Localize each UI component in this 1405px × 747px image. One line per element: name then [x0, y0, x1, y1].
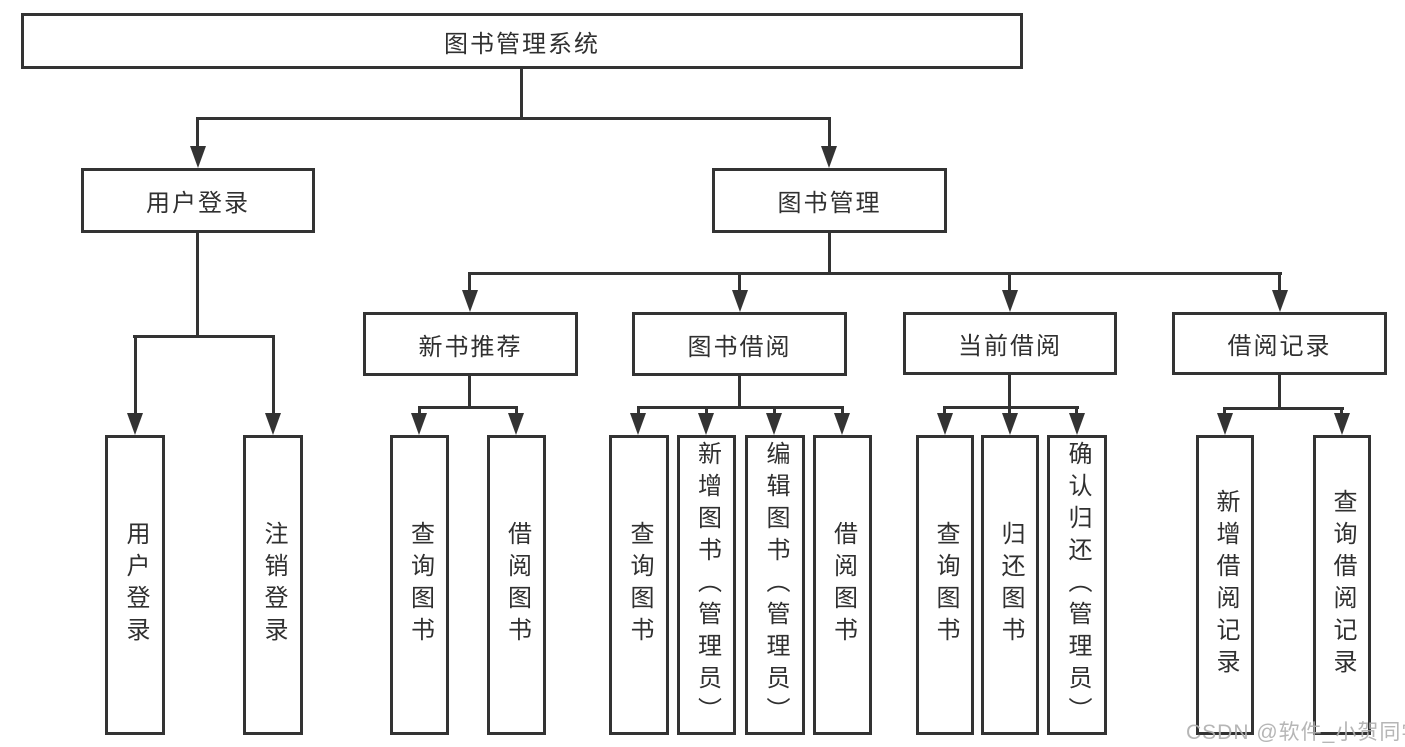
leaf-current-confirm-admin: 确认归还（管理员） [1047, 435, 1107, 735]
edge-new-book-stub [468, 376, 471, 409]
arrowhead-newbook-query [411, 413, 427, 435]
leaf-record-query: 查询借阅记录 [1313, 435, 1371, 735]
leaf-newbook-query-label: 查询图书 [406, 521, 434, 649]
leaf-current-return: 归还图书 [981, 435, 1039, 735]
leaf-newbook-borrow: 借阅图书 [487, 435, 546, 735]
leaf-user-login-label: 用户登录 [122, 521, 149, 649]
edge-new-book-hline [418, 406, 518, 409]
node-user-login: 用户登录 [81, 168, 315, 233]
edge-drop-book-borrow [738, 272, 741, 292]
leaf-newbook-query: 查询图书 [390, 435, 449, 735]
arrowhead-br-add [1217, 413, 1233, 435]
csdn-watermark: CSDN @软件_小贺同学 [1186, 721, 1405, 744]
leaf-borrow-query-label: 查询图书 [626, 521, 653, 649]
leaf-current-query-label: 查询图书 [932, 521, 959, 649]
leaf-record-add-label: 新增借阅记录 [1212, 489, 1239, 681]
edge-drop-bb-edit [773, 406, 776, 415]
edge-drop-current-borrow [1008, 272, 1011, 292]
arrowhead-book-borrow [732, 290, 748, 312]
arrowhead-user-login [190, 146, 206, 168]
edge-borrow-record-hline [1223, 407, 1344, 410]
arrowhead-leaf-logout [265, 413, 281, 435]
leaf-current-return-label: 归还图书 [997, 521, 1024, 649]
edge-drop-br-query [1340, 407, 1343, 415]
node-root-label: 图书管理系统 [444, 30, 600, 58]
node-current-borrow: 当前借阅 [903, 312, 1117, 375]
edge-drop-cb-confirm [1075, 406, 1078, 415]
edge-drop-newbook-borrow [515, 406, 518, 415]
node-borrow-record-label: 借阅记录 [1227, 333, 1332, 360]
leaf-logout: 注销登录 [243, 435, 303, 735]
arrowhead-leaf-user-login [127, 413, 143, 435]
node-new-book-recommend: 新书推荐 [363, 312, 578, 376]
leaf-record-add: 新增借阅记录 [1196, 435, 1254, 735]
leaf-borrow-edit-admin-label: 编辑图书（管理员） [762, 441, 789, 729]
arrowhead-bb-query [630, 413, 646, 435]
edge-root-stub [520, 68, 523, 120]
node-current-borrow-label: 当前借阅 [958, 333, 1062, 360]
arrowhead-current-borrow [1002, 290, 1018, 312]
edge-level2-hline [196, 117, 831, 120]
leaf-newbook-borrow-label: 借阅图书 [503, 521, 531, 649]
edge-current-borrow-hline [943, 406, 1079, 409]
edge-book-borrow-hline [637, 406, 844, 409]
leaf-borrow-query: 查询图书 [609, 435, 669, 735]
node-new-book-recommend-label: 新书推荐 [418, 333, 523, 361]
arrowhead-bb-edit [766, 413, 782, 435]
leaf-logout-label: 注销登录 [260, 521, 287, 649]
edge-drop-borrow-record [1278, 272, 1281, 292]
edge-drop-book-management [828, 117, 831, 149]
node-book-borrow-label: 图书借阅 [687, 333, 792, 361]
edge-drop-cb-return [1008, 406, 1011, 415]
node-book-management: 图书管理 [712, 168, 947, 233]
leaf-borrow-add-admin: 新增图书（管理员） [677, 435, 736, 735]
node-borrow-record: 借阅记录 [1172, 312, 1387, 375]
arrowhead-cb-return [1002, 413, 1018, 435]
edge-book-management-stub [828, 233, 831, 275]
arrowhead-cb-query [937, 413, 953, 435]
arrowhead-bb-add [698, 413, 714, 435]
edge-drop-leaf-logout [272, 335, 275, 415]
leaf-current-query: 查询图书 [916, 435, 974, 735]
arrowhead-cb-confirm [1069, 413, 1085, 435]
edge-drop-bb-add [705, 406, 708, 415]
leaf-borrow-add-admin-label: 新增图书（管理员） [693, 441, 721, 729]
edge-level3-hline [468, 272, 1282, 275]
leaf-current-confirm-admin-label: 确认归还（管理员） [1064, 441, 1091, 729]
edge-drop-leaf-user-login [134, 335, 137, 415]
node-user-login-label: 用户登录 [146, 190, 250, 217]
node-root: 图书管理系统 [21, 13, 1023, 69]
node-book-management-label: 图书管理 [777, 190, 882, 217]
leaf-record-query-label: 查询借阅记录 [1329, 489, 1356, 681]
leaf-borrow-book-label: 借阅图书 [829, 521, 857, 649]
arrowhead-borrow-record [1272, 290, 1288, 312]
edge-user-login-stub [196, 232, 199, 338]
edge-drop-br-add [1223, 407, 1226, 415]
edge-drop-new-book [468, 272, 471, 292]
edge-drop-user-login [196, 117, 199, 149]
edge-book-borrow-stub [738, 375, 741, 409]
edge-drop-newbook-query [418, 406, 421, 415]
edge-drop-bb-query [637, 406, 640, 415]
arrowhead-new-book [462, 290, 478, 312]
edge-user-login-hline [133, 335, 275, 338]
edge-current-borrow-stub [1008, 374, 1011, 409]
edge-borrow-record-stub [1278, 374, 1281, 410]
leaf-borrow-edit-admin: 编辑图书（管理员） [745, 435, 805, 735]
arrowhead-br-query [1334, 413, 1350, 435]
arrowhead-bb-borrow [834, 413, 850, 435]
leaf-borrow-book: 借阅图书 [813, 435, 872, 735]
arrowhead-newbook-borrow [508, 413, 524, 435]
leaf-user-login: 用户登录 [105, 435, 165, 735]
edge-drop-cb-query [943, 406, 946, 415]
edge-drop-bb-borrow [841, 406, 844, 415]
arrowhead-book-management [821, 146, 837, 168]
node-book-borrow: 图书借阅 [632, 312, 847, 376]
